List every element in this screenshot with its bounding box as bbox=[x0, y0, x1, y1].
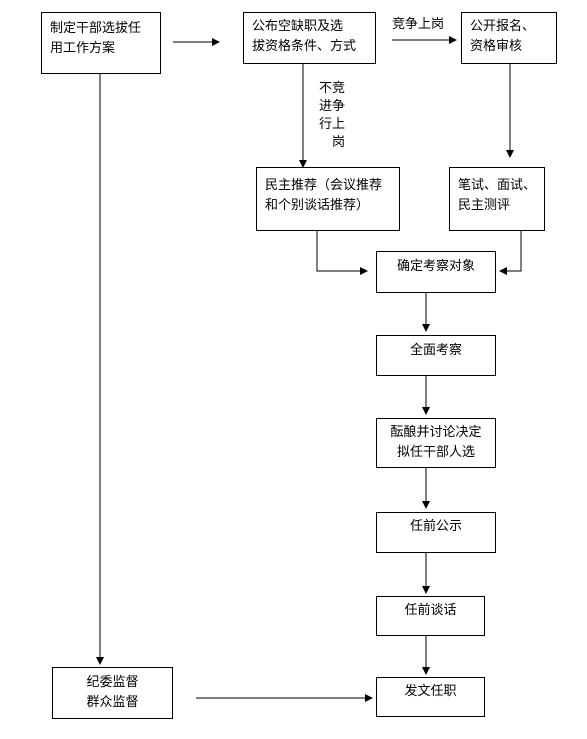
node-inspect: 全面考察 bbox=[376, 335, 496, 376]
node-announce: 公布空缺职及选 拔资格条件、方式 bbox=[243, 12, 376, 64]
node-publicize: 任前公示 bbox=[376, 512, 496, 553]
node-recommend: 民主推荐（会议推荐 和个别谈话推荐） bbox=[256, 167, 400, 231]
node-appoint: 发文任职 bbox=[376, 677, 485, 717]
node-determine: 确定考察对象 bbox=[376, 251, 496, 293]
label-compete: 竞争上岗 bbox=[392, 17, 445, 32]
arrow-recommend-to-determine bbox=[316, 231, 368, 275]
arrow-exam-to-determine bbox=[499, 231, 522, 275]
node-talk: 任前谈话 bbox=[376, 596, 485, 636]
node-signup: 公开报名、 资格审核 bbox=[461, 12, 557, 64]
node-decide: 酝酿并讨论决定 拟任干部人选 bbox=[376, 418, 496, 468]
node-exam: 笔试、面试、 民主测评 bbox=[449, 167, 545, 231]
node-plan: 制定干部选拔任 用工作方案 bbox=[41, 12, 161, 74]
node-supervise: 纪委监督 群众监督 bbox=[52, 667, 173, 719]
label-non-compete: 不竞 进争 行上 岗 bbox=[318, 81, 345, 150]
